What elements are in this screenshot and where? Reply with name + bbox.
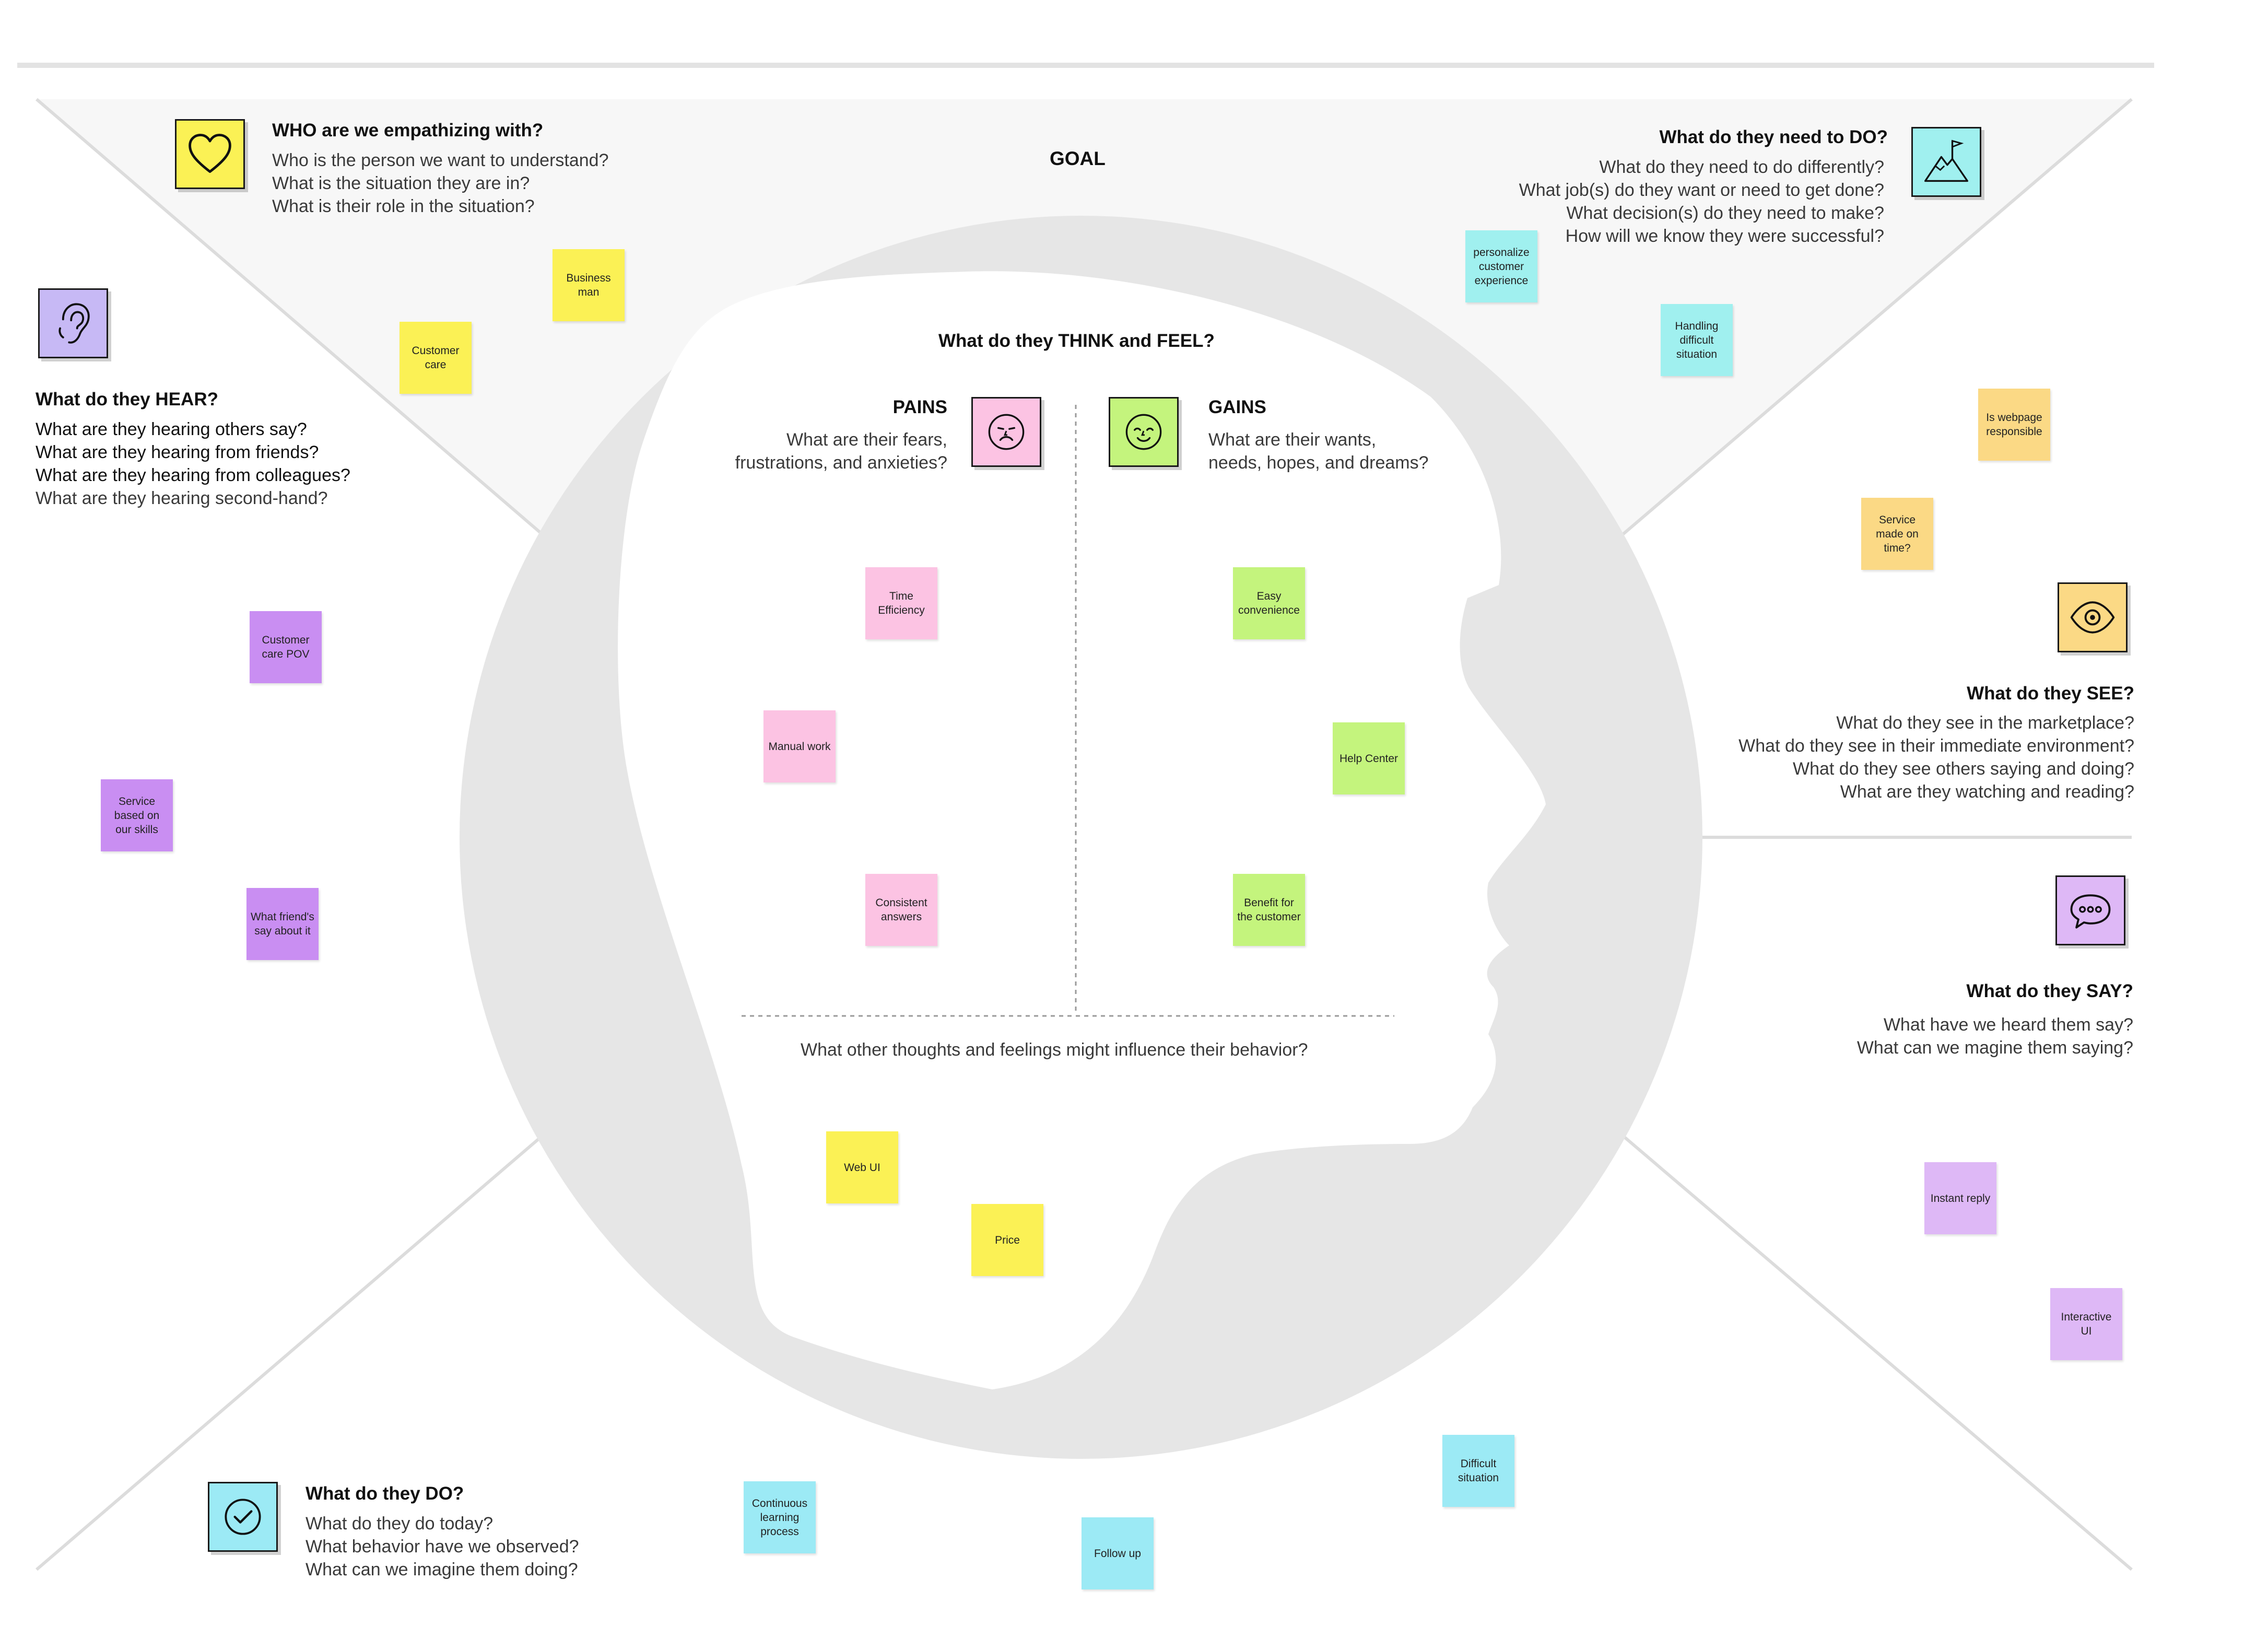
who-questions: Who is the person we want to understand?… [272,149,609,218]
sad-face-icon [971,397,1041,467]
sticky-note[interactable]: Customer care POV [250,611,322,683]
sticky-note[interactable]: Web UI [826,1131,898,1203]
gains-questions: What are their wants, needs, hopes, and … [1208,428,1429,474]
sticky-note[interactable]: personalize customer experience [1465,230,1537,302]
do-need-questions: What do they need to do differently? Wha… [1519,156,1884,248]
do-question: What can we imagine them doing? [305,1560,578,1580]
hear-question: What are they hearing from friends? [36,442,319,462]
sticky-note[interactable]: Instant reply [1924,1162,1996,1234]
hear-questions: What are they hearing others say? What a… [36,418,350,510]
gains-question: needs, hopes, and dreams? [1208,453,1429,473]
do-need-question: What decision(s) do they need to make? [1566,203,1884,223]
sticky-note[interactable]: Benefit for the customer [1233,874,1305,946]
eye-icon [2058,582,2128,652]
mountain-flag-icon [1911,127,1981,197]
ear-icon [38,288,108,358]
speech-bubble-icon [2055,875,2125,945]
who-question: What is the situation they are in? [272,173,530,193]
who-question: Who is the person we want to understand? [272,150,609,170]
sticky-note[interactable]: Time Efficiency [865,567,937,639]
think-feel-heading: What do they THINK and FEEL? [938,331,1215,351]
see-heading: What do they SEE? [1967,683,2134,704]
happy-face-icon [1109,397,1179,467]
sticky-note[interactable]: Is webpage responsible [1978,389,2050,461]
goal-label: GOAL [1050,148,1106,169]
do-need-question: What do they need to do differently? [1599,157,1884,177]
sticky-note[interactable]: Service made on time? [1861,498,1933,570]
pains-heading: PAINS [892,397,947,417]
hear-heading: What do they HEAR? [36,389,218,410]
hear-question: What are they hearing others say? [36,419,307,439]
sticky-note[interactable]: Handling difficult situation [1661,304,1733,376]
do-heading: What do they DO? [305,1483,464,1504]
who-question: What is their role in the situation? [272,196,535,216]
pains-questions: What are their fears, frustrations, and … [735,428,947,474]
see-question: What do they see in the marketplace? [1836,713,2134,733]
do-need-question: What job(s) do they want or need to get … [1519,180,1884,200]
hear-question: What are they hearing second-hand? [36,488,328,508]
sticky-note[interactable]: Price [971,1204,1043,1276]
see-question: What are they watching and reading? [1840,782,2134,802]
say-question: What have we heard them say? [1883,1015,2133,1035]
sticky-note[interactable]: Help Center [1333,722,1405,794]
sticky-note[interactable]: Follow up [1082,1517,1154,1589]
checkmark-icon [208,1482,278,1552]
head-silhouette [618,271,1546,1390]
sticky-note[interactable]: Interactive UI [2050,1288,2122,1360]
sticky-note[interactable]: Continuous learning process [744,1481,816,1553]
say-question: What can we magine them saying? [1856,1038,2133,1058]
do-need-heading: What do they need to DO? [1659,127,1888,147]
sticky-note[interactable]: Difficult situation [1442,1435,1514,1507]
sticky-note[interactable]: Business man [553,249,625,321]
gains-heading: GAINS [1208,397,1266,417]
pains-question: What are their fears, [786,430,947,450]
sticky-note[interactable]: Customer care [399,322,472,394]
sticky-note[interactable]: Manual work [763,710,836,782]
gains-question: What are their wants, [1208,430,1377,450]
see-question: What do they see others saying and doing… [1793,759,2134,779]
sticky-note[interactable]: Service based on our skills [101,779,173,851]
do-question: What do they do today? [305,1514,493,1534]
say-heading: What do they SAY? [1966,981,2133,1001]
heart-icon [175,119,245,189]
say-questions: What have we heard them say? What can we… [1857,1013,2133,1059]
see-question: What do they see in their immediate envi… [1738,736,2134,756]
hear-question: What are they hearing from colleagues? [36,465,350,485]
sticky-note[interactable]: What friend's say about it [246,888,319,960]
do-question: What behavior have we observed? [305,1537,579,1557]
do-questions: What do they do today? What behavior hav… [305,1512,579,1581]
sticky-note[interactable]: Easy convenience [1233,567,1305,639]
do-need-question: How will we know they were successful? [1565,226,1884,246]
sticky-note[interactable]: Consistent answers [865,874,937,946]
pains-question: frustrations, and anxieties? [735,453,947,473]
other-thoughts-text: What other thoughts and feelings might i… [801,1040,1308,1060]
who-heading: WHO are we empathizing with? [272,120,544,141]
see-questions: What do they see in the marketplace? Wha… [1738,711,2134,803]
